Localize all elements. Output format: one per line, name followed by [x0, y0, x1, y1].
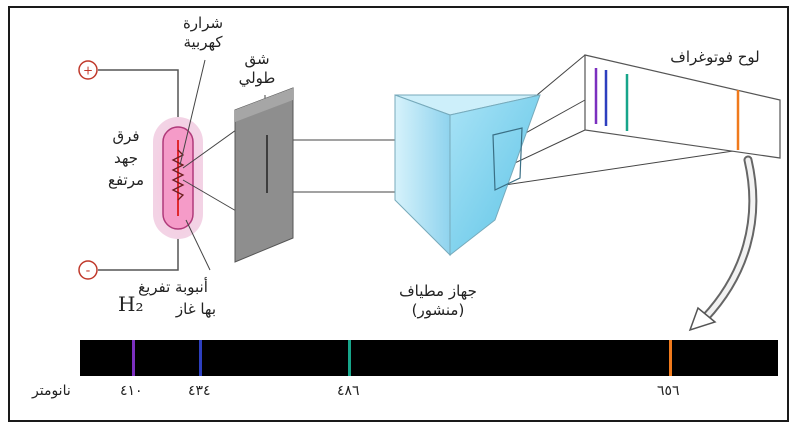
gas-formula: H₂ — [118, 292, 144, 316]
voltage-label-line2: جهد — [113, 149, 139, 167]
unit-label: نانومتر — [32, 383, 71, 399]
spectral-line-486 — [348, 340, 351, 376]
tick-label-656: ٦٥٦ — [657, 383, 680, 399]
slit-plate — [234, 87, 294, 263]
photographic-plate — [584, 54, 781, 159]
prism-label-line2: (منشور) — [411, 301, 465, 319]
spectral-line-656 — [669, 340, 672, 376]
tick-label-486: ٤٨٦ — [337, 383, 360, 399]
spectrum-band — [80, 340, 778, 376]
tick-label-410: ٤١٠ — [120, 383, 143, 399]
tube-label: أنبوبة تفريغ H₂ بها غاز — [118, 278, 228, 321]
tube-label-line2: بها غاز — [175, 300, 216, 318]
tick-label-434: ٤٣٤ — [188, 383, 211, 399]
negative-terminal: - — [78, 260, 98, 280]
plate-label: لوح فوتوغراف — [670, 48, 760, 66]
voltage-label-line3: مرتفع — [107, 171, 145, 189]
diagram-frame — [8, 6, 789, 422]
spark-zigzag — [171, 149, 185, 201]
discharge-tube — [153, 117, 203, 239]
spectral-line-410 — [132, 340, 135, 376]
positive-terminal: + — [78, 60, 98, 80]
slit-label: شق طولي — [232, 50, 282, 88]
spark-label-line1: شرارة — [182, 14, 224, 32]
prism-label-line1: جهاز مطياف — [399, 282, 477, 300]
tube-label-line1: أنبوبة تفريغ — [138, 278, 208, 296]
spark-label-line2: كهربية — [183, 33, 223, 51]
voltage-label: فرق جهد مرتفع — [96, 125, 156, 191]
slit-label-line2: طولي — [238, 69, 276, 87]
spectral-line-434 — [199, 340, 202, 376]
prism-label: جهاز مطياف (منشور) — [388, 282, 488, 320]
tube-label-line2-wrap: H₂ بها غاز — [118, 292, 228, 321]
spark-label: شرارة كهربية — [172, 14, 234, 52]
voltage-label-line1: فرق — [112, 127, 140, 145]
plus-sign: + — [83, 64, 93, 78]
slit-label-line1: شق — [244, 50, 270, 68]
prism — [394, 94, 541, 257]
minus-sign: - — [86, 264, 91, 279]
curved-arrow — [688, 155, 758, 332]
